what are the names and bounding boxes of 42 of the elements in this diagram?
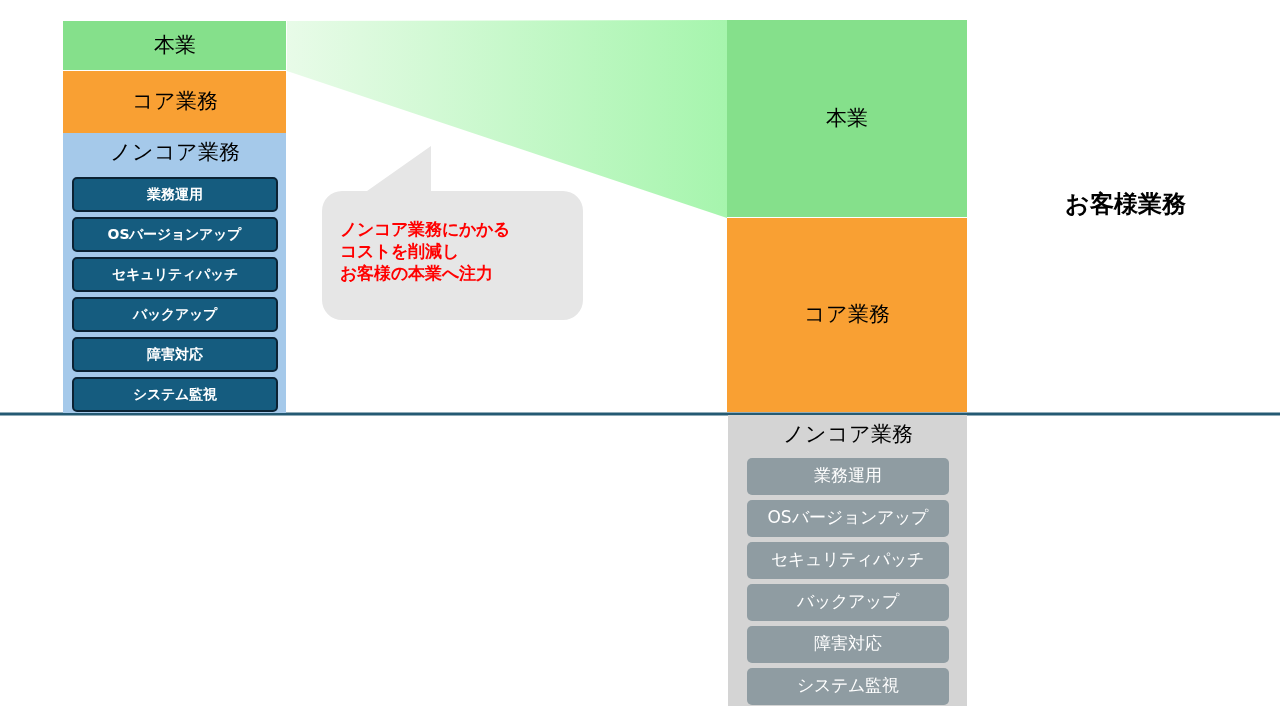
task-label: バックアップ (132, 304, 217, 324)
task-tile (746, 667, 949, 705)
task-tile (71, 256, 278, 292)
task-tile (746, 541, 949, 579)
zoom-wedge (287, 20, 727, 218)
task-label: セキュリティパッチ (771, 548, 924, 572)
task-tile (71, 376, 278, 412)
task-label: 業務運用 (146, 184, 203, 204)
task-label: システム監視 (796, 674, 899, 698)
task-tile (71, 336, 278, 372)
task-label: OSバージョンアップ (767, 506, 928, 530)
layer-label: 本業 (826, 104, 868, 132)
task-tile (71, 216, 278, 252)
side-label: お客様業務 (1063, 189, 1187, 220)
task-tile (71, 296, 278, 332)
task-tile (746, 625, 949, 663)
layer-band (727, 20, 967, 217)
task-tile (746, 457, 949, 495)
speech-bubble (322, 146, 583, 320)
callout-text: ノンコア業務にかかる (340, 218, 511, 240)
task-label: 障害対応 (146, 344, 203, 364)
task-label: OSバージョンアップ (107, 224, 242, 244)
layer-panel (728, 415, 967, 706)
layer-label: ノンコア業務 (782, 421, 913, 448)
task-label: 障害対応 (813, 632, 882, 656)
callout-text: コストを削減し (340, 240, 460, 262)
layer-band (63, 21, 286, 70)
layer-panel (63, 133, 286, 413)
task-label: システム監視 (132, 384, 217, 404)
layer-band (63, 71, 286, 133)
task-label: 業務運用 (813, 464, 882, 488)
task-tile (71, 176, 278, 212)
layer-label: 本業 (153, 31, 196, 59)
task-tile (746, 499, 949, 537)
task-tile (746, 583, 949, 621)
layer-label: ノンコア業務 (109, 139, 240, 166)
task-label: バックアップ (796, 590, 899, 614)
task-label: セキュリティパッチ (111, 264, 238, 284)
callout-text: お客様の本業へ注力 (340, 262, 494, 284)
layer-label: コア業務 (804, 301, 890, 329)
layer-band (727, 218, 967, 412)
layer-label: コア業務 (131, 88, 218, 116)
